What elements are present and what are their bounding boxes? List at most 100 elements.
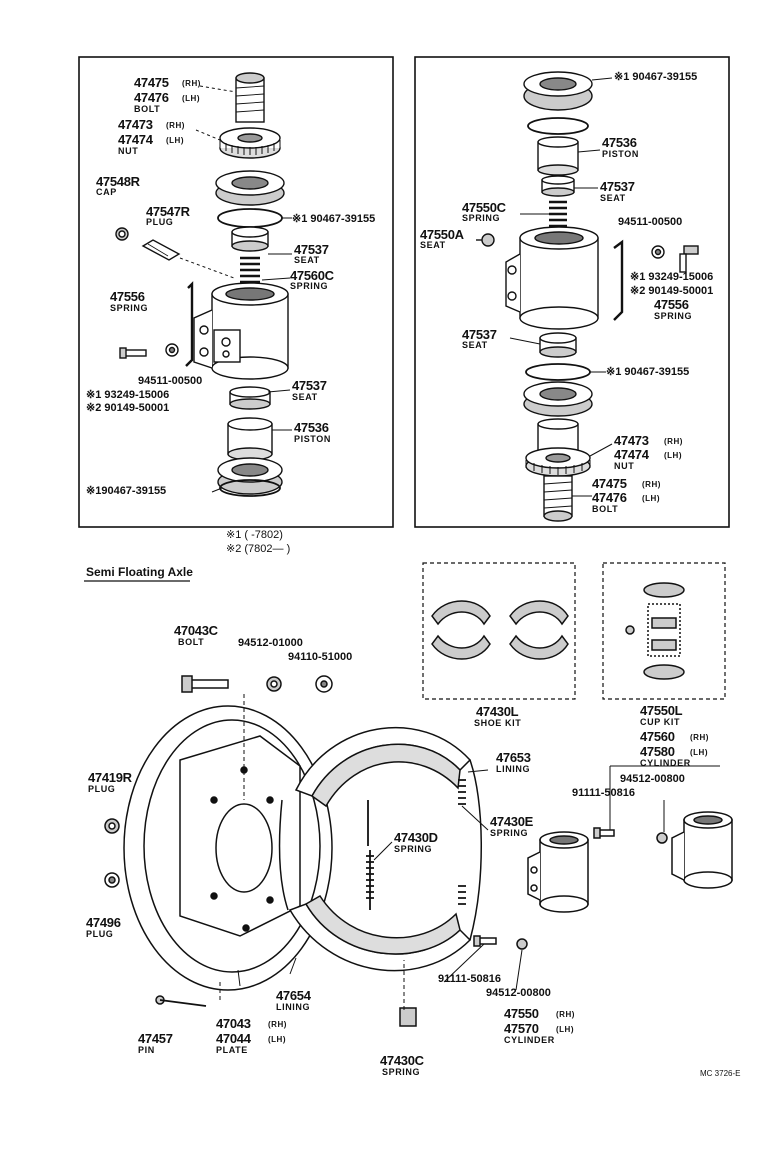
small-nut-icon — [651, 245, 665, 259]
tl-seat-a: SEAT — [294, 255, 320, 265]
b-47560: 47560 — [640, 729, 675, 744]
spring-icon — [549, 200, 567, 228]
wheel-cylinder-right-icon — [671, 811, 733, 889]
b-47419R: 47419R — [88, 770, 132, 785]
tl-47476-side: (LH) — [182, 94, 200, 103]
cap-icon — [115, 227, 129, 241]
shoe-kit-icon — [431, 600, 569, 660]
b-47560-side: (RH) — [690, 733, 709, 742]
b-47043: 47043 — [216, 1016, 251, 1031]
footnote-2: ※2 (7802— ) — [226, 543, 291, 555]
seat-icon — [541, 175, 575, 197]
lower-boot-icon — [217, 457, 283, 495]
plug-b-icon — [104, 872, 120, 888]
tr-47537-b: 47537 — [462, 327, 497, 342]
bolt-icon — [543, 475, 573, 522]
b-91111-a: 91111-50816 — [572, 787, 636, 799]
tr-47475: 47475 — [592, 476, 627, 491]
tr-spring-c: SPRING — [462, 213, 501, 223]
tr-90149: ※2 90149-50001 — [630, 285, 714, 297]
b-spring-c: SPRING — [382, 1067, 421, 1077]
b-94512-00800-b: 94512-00800 — [486, 987, 551, 999]
tr-47473: 47473 — [614, 433, 649, 448]
spring-c-icon — [399, 1007, 417, 1027]
tl-47474-side: (LH) — [166, 136, 184, 145]
cylinder-body-icon — [193, 282, 289, 380]
nut-b-icon — [315, 675, 333, 693]
tl-47548R: 47548R — [96, 174, 140, 189]
spring-icon — [240, 256, 260, 284]
b-spring-d: SPRING — [394, 844, 433, 854]
tr-47556: 47556 — [654, 297, 689, 312]
bleeder-screw-icon — [141, 239, 181, 261]
b-47044: 47044 — [216, 1031, 251, 1046]
b-47430D: 47430D — [394, 830, 438, 845]
b-47550L: 47550L — [640, 703, 683, 718]
top-boot-icon — [523, 71, 593, 111]
spring-e-icon — [458, 779, 466, 905]
shoe-kit-frame — [422, 562, 576, 700]
diagram-code: MC 3726-E — [700, 1069, 741, 1078]
tl-47536: 47536 — [294, 420, 329, 435]
tr-seat-550a: SEAT — [420, 240, 446, 250]
b-plug-a: PLUG — [88, 784, 116, 794]
top-left-assembly — [115, 72, 292, 497]
top-right-assembly — [476, 71, 699, 522]
tl-47537-b: 47537 — [292, 378, 327, 393]
tr-spring-556: SPRING — [654, 311, 693, 321]
tl-47556: 47556 — [110, 289, 145, 304]
tr-47537-a: 47537 — [600, 179, 635, 194]
tl-47476: 47476 — [134, 90, 169, 105]
b-47550: 47550 — [504, 1006, 539, 1021]
tl-seat-b: SEAT — [292, 392, 318, 402]
lower-cup-icon — [229, 386, 271, 410]
b-plate: PLATE — [216, 1045, 248, 1055]
b-shoe-kit: SHOE KIT — [474, 718, 522, 728]
lower-ring-icon — [525, 363, 591, 381]
tr-94511: 94511-00500 — [618, 216, 683, 228]
b-91111-b: 91111-50816 — [438, 973, 502, 985]
bolt-d-icon — [593, 827, 615, 839]
b-47653: 47653 — [496, 750, 531, 765]
cup-icon — [231, 226, 269, 252]
tl-bolt: BOLT — [134, 104, 161, 114]
b-47044-side: (LH) — [268, 1035, 286, 1044]
spring-clip-icon — [613, 239, 624, 321]
nut-d-icon — [656, 832, 668, 844]
b-lining-b: LINING — [276, 1002, 311, 1012]
spring-clip-icon — [185, 281, 194, 367]
tl-93249: ※1 93249-15006 — [86, 389, 170, 401]
b-47496: 47496 — [86, 915, 121, 930]
b-47580: 47580 — [640, 744, 675, 759]
tl-47475: 47475 — [134, 75, 169, 90]
small-bolt-icon — [119, 347, 147, 359]
boot-icon — [215, 170, 285, 206]
small-nut-icon — [165, 343, 179, 357]
brake-shoe-icon — [278, 727, 482, 972]
tr-seat-b: SEAT — [462, 340, 488, 350]
footnote-1: ※1 ( -7802) — [226, 529, 283, 541]
tr-47550A: 47550A — [420, 227, 464, 242]
tr-47536: 47536 — [602, 135, 637, 150]
tr-93249: ※1 93249-15006 — [630, 271, 714, 283]
bolt-icon — [235, 72, 265, 123]
tr-47473-side: (RH) — [664, 437, 683, 446]
top-ring-icon — [527, 117, 589, 135]
tl-47537-a: 47537 — [294, 242, 329, 257]
b-cylinder-a: CYLINDER — [640, 758, 691, 768]
brake-assembly — [104, 582, 733, 1027]
lower-seat-icon — [539, 332, 577, 358]
b-94512-01000: 94512-01000 — [238, 637, 303, 649]
b-47570: 47570 — [504, 1021, 539, 1036]
b-47580-side: (LH) — [690, 748, 708, 757]
adjusting-nut-icon — [219, 127, 281, 159]
b-cylinder-b: CYLINDER — [504, 1035, 555, 1045]
tl-94511: 94511-00500 — [138, 375, 203, 387]
section-title: Semi Floating Axle — [86, 565, 193, 579]
spring-d-icon — [366, 800, 374, 910]
b-bolt: BOLT — [178, 637, 205, 647]
b-47430C: 47430C — [380, 1053, 424, 1068]
tl-piston: PISTON — [294, 434, 331, 444]
tr-nut: NUT — [614, 461, 635, 471]
